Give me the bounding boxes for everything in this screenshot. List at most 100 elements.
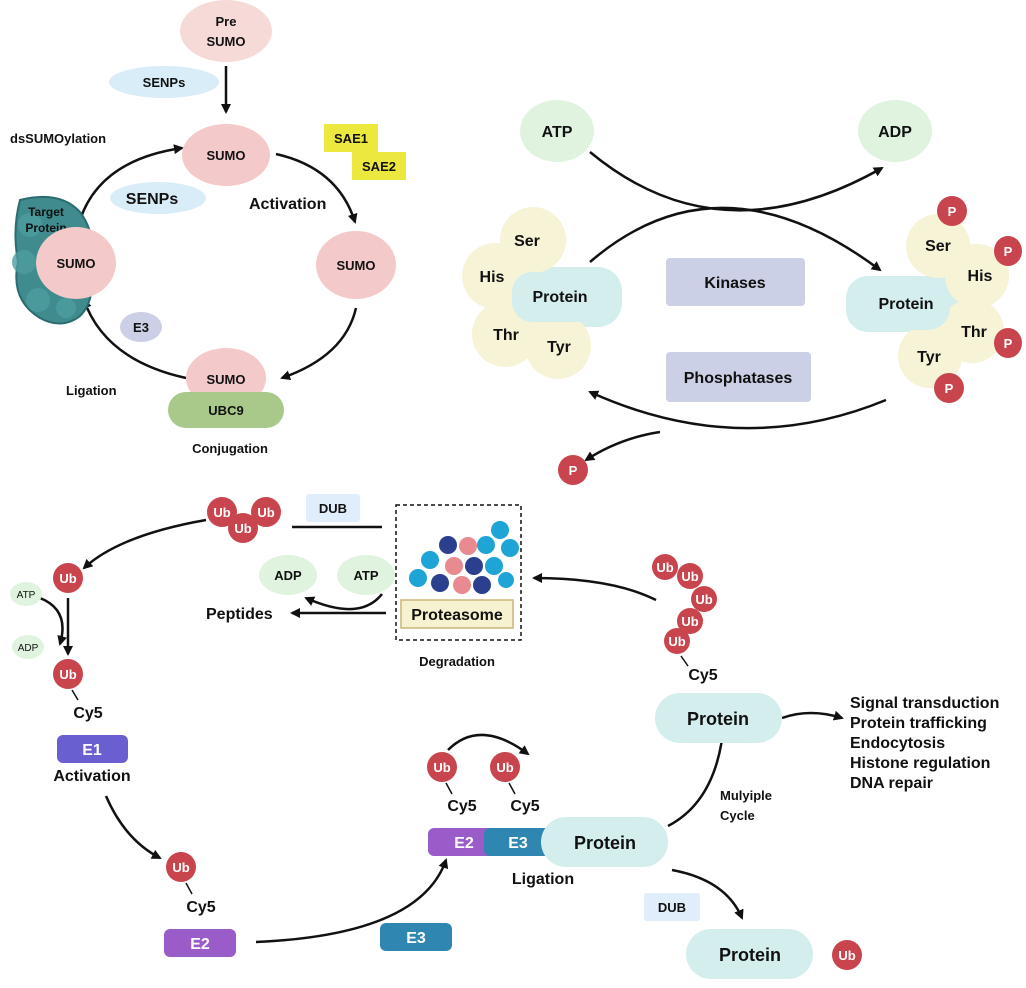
adp-label: ADP	[878, 124, 912, 141]
ubc9-box	[168, 392, 284, 428]
thr-right-label: Thr	[961, 324, 987, 341]
arrow-release-phosphate	[584, 430, 661, 462]
protein-free-label: Protein	[719, 945, 781, 965]
ligation-sumo-label: Ligation	[66, 383, 117, 398]
arrow-dub-removal	[671, 868, 744, 920]
multiple-cycle-label-1: Mulyiple	[720, 788, 772, 803]
desumoylation-label: dsSUMOylation	[10, 131, 106, 146]
phosphate-ser: P	[937, 196, 967, 226]
arrow-atp-adp	[39, 596, 68, 646]
dub-top-label: DUB	[319, 501, 347, 516]
arrow-to-functions	[781, 710, 844, 721]
ub-e2	[166, 852, 196, 882]
his-right-label: His	[968, 268, 993, 285]
sae2-label: SAE2	[362, 159, 396, 174]
ub-poly-2: Ub	[681, 569, 698, 584]
sae2-box	[352, 152, 406, 180]
function-4: Histone regulation	[850, 755, 990, 772]
cy5-e3-complex-label: Cy5	[510, 798, 539, 815]
ub-poly-3: Ub	[695, 592, 712, 607]
dub-top-box	[306, 494, 360, 522]
phosphate-released-label: P	[569, 463, 578, 478]
kinases-box	[666, 258, 805, 306]
atp-small-node	[10, 582, 42, 606]
adp-small-label: ADP	[18, 643, 39, 654]
atp-node	[520, 100, 594, 162]
sumo-bottom-label: SUMO	[207, 372, 246, 387]
tyr-right-label: Tyr	[917, 349, 941, 366]
protein-substrate-label: Protein	[574, 833, 636, 853]
adp-node	[858, 100, 932, 162]
ub-poly-5: Ub	[668, 634, 685, 649]
ub-poly-1: Ub	[656, 560, 673, 575]
sumo-right-label: SUMO	[337, 258, 376, 273]
ub-e1-top-label: Ub	[59, 571, 76, 586]
arrow-desumoylation	[78, 144, 184, 221]
atp-ub-label: ATP	[353, 568, 378, 583]
sumo-top-label: SUMO	[207, 148, 246, 163]
e2-complex-label: E2	[454, 835, 474, 852]
e2-complex-box	[428, 828, 500, 856]
e3-complex-label: E3	[508, 835, 528, 852]
arrow-e2-to-ligation	[255, 858, 449, 944]
conjugation-label: Conjugation	[192, 441, 268, 456]
arrow-kinase	[589, 206, 882, 272]
kinases-label: Kinases	[704, 275, 765, 292]
bond-e1	[71, 689, 79, 701]
e3-free-box	[380, 923, 452, 951]
e1-box	[57, 735, 128, 763]
pre-sumo-label-1: Pre	[216, 14, 237, 29]
protein-free-box	[686, 929, 813, 979]
sae1-label: SAE1	[334, 131, 368, 146]
arrow-ligation	[81, 298, 187, 380]
ub-poly-4: Ub	[681, 614, 698, 629]
ser-right-label: Ser	[925, 238, 951, 255]
ub-e3-complex	[490, 752, 520, 782]
function-1: Signal transduction	[850, 695, 999, 712]
ubc9-label: UBC9	[208, 403, 243, 418]
cy5-e2-label: Cy5	[186, 899, 215, 916]
target-protein-label-1: Target	[28, 205, 64, 219]
ubiquitin-functions-list: Signal transduction Protein trafficking …	[850, 695, 999, 792]
proteasome-frame	[395, 504, 522, 641]
e3-sumo-label: E3	[133, 320, 149, 335]
phosphate-thr-label: P	[1004, 336, 1013, 351]
proteasome-icon	[409, 521, 519, 594]
activation-ub-label: Activation	[53, 768, 130, 785]
ub-e2-complex-label: Ub	[433, 760, 450, 775]
multiple-cycle-label-2: Cycle	[720, 808, 755, 823]
ub-released	[832, 940, 862, 970]
protein-tagged-box	[655, 693, 782, 743]
ub-chain-free: Ub Ub Ub	[207, 497, 281, 543]
e2-label: E2	[190, 936, 210, 953]
adp-ub-node	[259, 555, 317, 595]
ub-e2-complex	[427, 752, 457, 782]
sumo-node-right	[316, 231, 396, 299]
senps-top-badge	[109, 66, 219, 98]
arrow-to-proteasome	[532, 573, 657, 602]
senps-mid-badge	[110, 182, 206, 214]
phosphatases-box	[666, 352, 811, 402]
ub-free-1: Ub	[213, 505, 230, 520]
pre-sumo-node	[180, 0, 272, 62]
e3-complex-box	[484, 828, 556, 856]
his-left-label: His	[480, 269, 505, 286]
phosphate-his-label: P	[1004, 244, 1013, 259]
bond-e2	[185, 882, 193, 895]
peptides-label: Peptides	[206, 606, 273, 623]
e3-free-label: E3	[406, 930, 426, 947]
function-5: DNA repair	[850, 775, 933, 792]
e3-sumo-badge	[120, 312, 162, 342]
ub-free-3: Ub	[234, 521, 251, 536]
arrow-atp-to-adp-ub	[304, 593, 383, 611]
function-3: Endocytosis	[850, 735, 945, 752]
arrow-atp-to-adp	[589, 151, 884, 212]
phosphate-thr: P	[994, 328, 1022, 358]
proteasome-label-box	[400, 599, 514, 629]
ligation-ub-label: Ligation	[512, 871, 574, 888]
arrow-activation	[275, 152, 358, 224]
atp-small-label: ATP	[17, 590, 36, 601]
ub-e3-complex-label: Ub	[496, 760, 513, 775]
cy5-e2-complex-label: Cy5	[447, 798, 476, 815]
